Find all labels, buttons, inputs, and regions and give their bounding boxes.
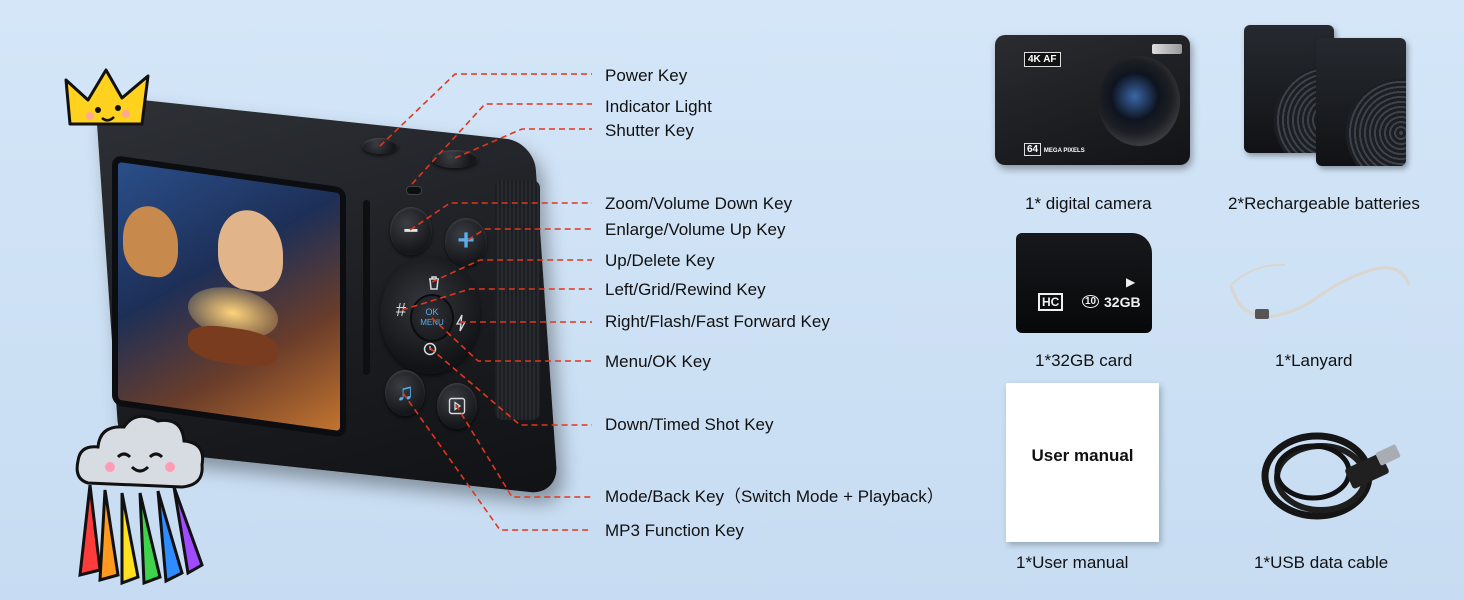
accessory-card-label: 1*32GB card xyxy=(1035,351,1133,370)
callout-menu-key: Menu/OK Key xyxy=(605,352,711,371)
mini-camera-badge-text: 4K AF xyxy=(1028,54,1057,65)
zoom-volume-down-key[interactable]: − xyxy=(390,207,432,255)
mini-camera-flash xyxy=(1152,44,1182,54)
leader-up xyxy=(431,259,592,283)
leader-zoom xyxy=(409,202,592,231)
enlarge-volume-up-key[interactable]: + xyxy=(445,218,487,266)
play-arrow-icon: ▶ xyxy=(1126,275,1136,289)
menu-label: MENU xyxy=(420,318,444,327)
callout-shutter-key: Shutter Key xyxy=(605,121,694,140)
indicator-light xyxy=(406,186,422,195)
sd-card-class: 10 xyxy=(1082,295,1100,308)
mini-camera-megapixels: 64 MEGA PIXELS xyxy=(1024,143,1085,156)
leader-indicator xyxy=(411,103,592,185)
accessory-lanyard-label: 1*Lanyard xyxy=(1275,351,1353,370)
usb-cable-image xyxy=(1261,432,1401,520)
accessory-batteries-label: 2*Rechargeable batteries xyxy=(1228,194,1420,213)
callout-left-key: Left/Grid/Rewind Key xyxy=(605,280,766,299)
callout-right-key: Right/Flash/Fast Forward Key xyxy=(605,312,830,331)
sd-card-image: HC 10 32GB ▶ xyxy=(1016,233,1152,333)
shutter-key[interactable] xyxy=(432,150,478,168)
leader-menu xyxy=(431,317,592,362)
crown-sticker xyxy=(64,68,150,126)
callout-down-key: Down/Timed Shot Key xyxy=(605,415,774,434)
mp3-function-key[interactable]: ♫ xyxy=(385,370,425,416)
mini-camera-badge: 4K AF xyxy=(1024,52,1061,67)
speaker-slot xyxy=(363,200,370,375)
callout-mode-key: Mode/Back Key（Switch Mode + Playback） xyxy=(605,487,944,506)
leader-enlarge xyxy=(467,228,592,241)
mini-camera-lens xyxy=(1098,56,1180,146)
grid-icon: # xyxy=(396,300,407,320)
leader-group xyxy=(379,73,592,531)
callout-mp3-key: MP3 Function Key xyxy=(605,521,744,540)
leader-mode xyxy=(455,404,592,498)
lanyard-image xyxy=(1229,263,1411,319)
accessory-manual-label: 1*User manual xyxy=(1016,553,1129,572)
music-note-icon: ♫ xyxy=(396,379,414,406)
plus-icon: + xyxy=(457,224,475,257)
accessory-cable-label: 1*USB data cable xyxy=(1254,553,1389,572)
leader-power xyxy=(379,73,592,147)
leader-left xyxy=(401,288,592,311)
side-grip xyxy=(495,180,540,420)
ok-label: OK xyxy=(425,307,439,317)
mini-camera-megapixels-unit: MEGA PIXELS xyxy=(1043,148,1085,154)
battery-front xyxy=(1316,38,1406,166)
mini-camera-megapixels-value: 64 xyxy=(1024,143,1042,156)
callout-indicator-light: Indicator Light xyxy=(605,97,712,116)
sd-card-capacity: 32GB xyxy=(1104,294,1141,310)
accessory-camera-label: 1* digital camera xyxy=(1025,194,1152,213)
leader-down xyxy=(429,347,592,426)
user-manual-image: User manual xyxy=(1006,383,1159,542)
callout-zoom-key: Zoom/Volume Down Key xyxy=(605,194,793,213)
leader-mp3 xyxy=(402,392,592,531)
callout-power-key: Power Key xyxy=(605,66,688,85)
user-manual-title: User manual xyxy=(1031,446,1134,465)
battery-pattern xyxy=(1346,78,1406,166)
callout-up-key: Up/Delete Key xyxy=(605,251,715,270)
leader-shutter xyxy=(454,128,592,159)
callout-enlarge-key: Enlarge/Volume Up Key xyxy=(605,220,786,239)
sd-card-hc: HC xyxy=(1038,293,1064,311)
rainbow-cloud-sticker xyxy=(75,414,205,585)
trash-icon xyxy=(429,276,439,290)
